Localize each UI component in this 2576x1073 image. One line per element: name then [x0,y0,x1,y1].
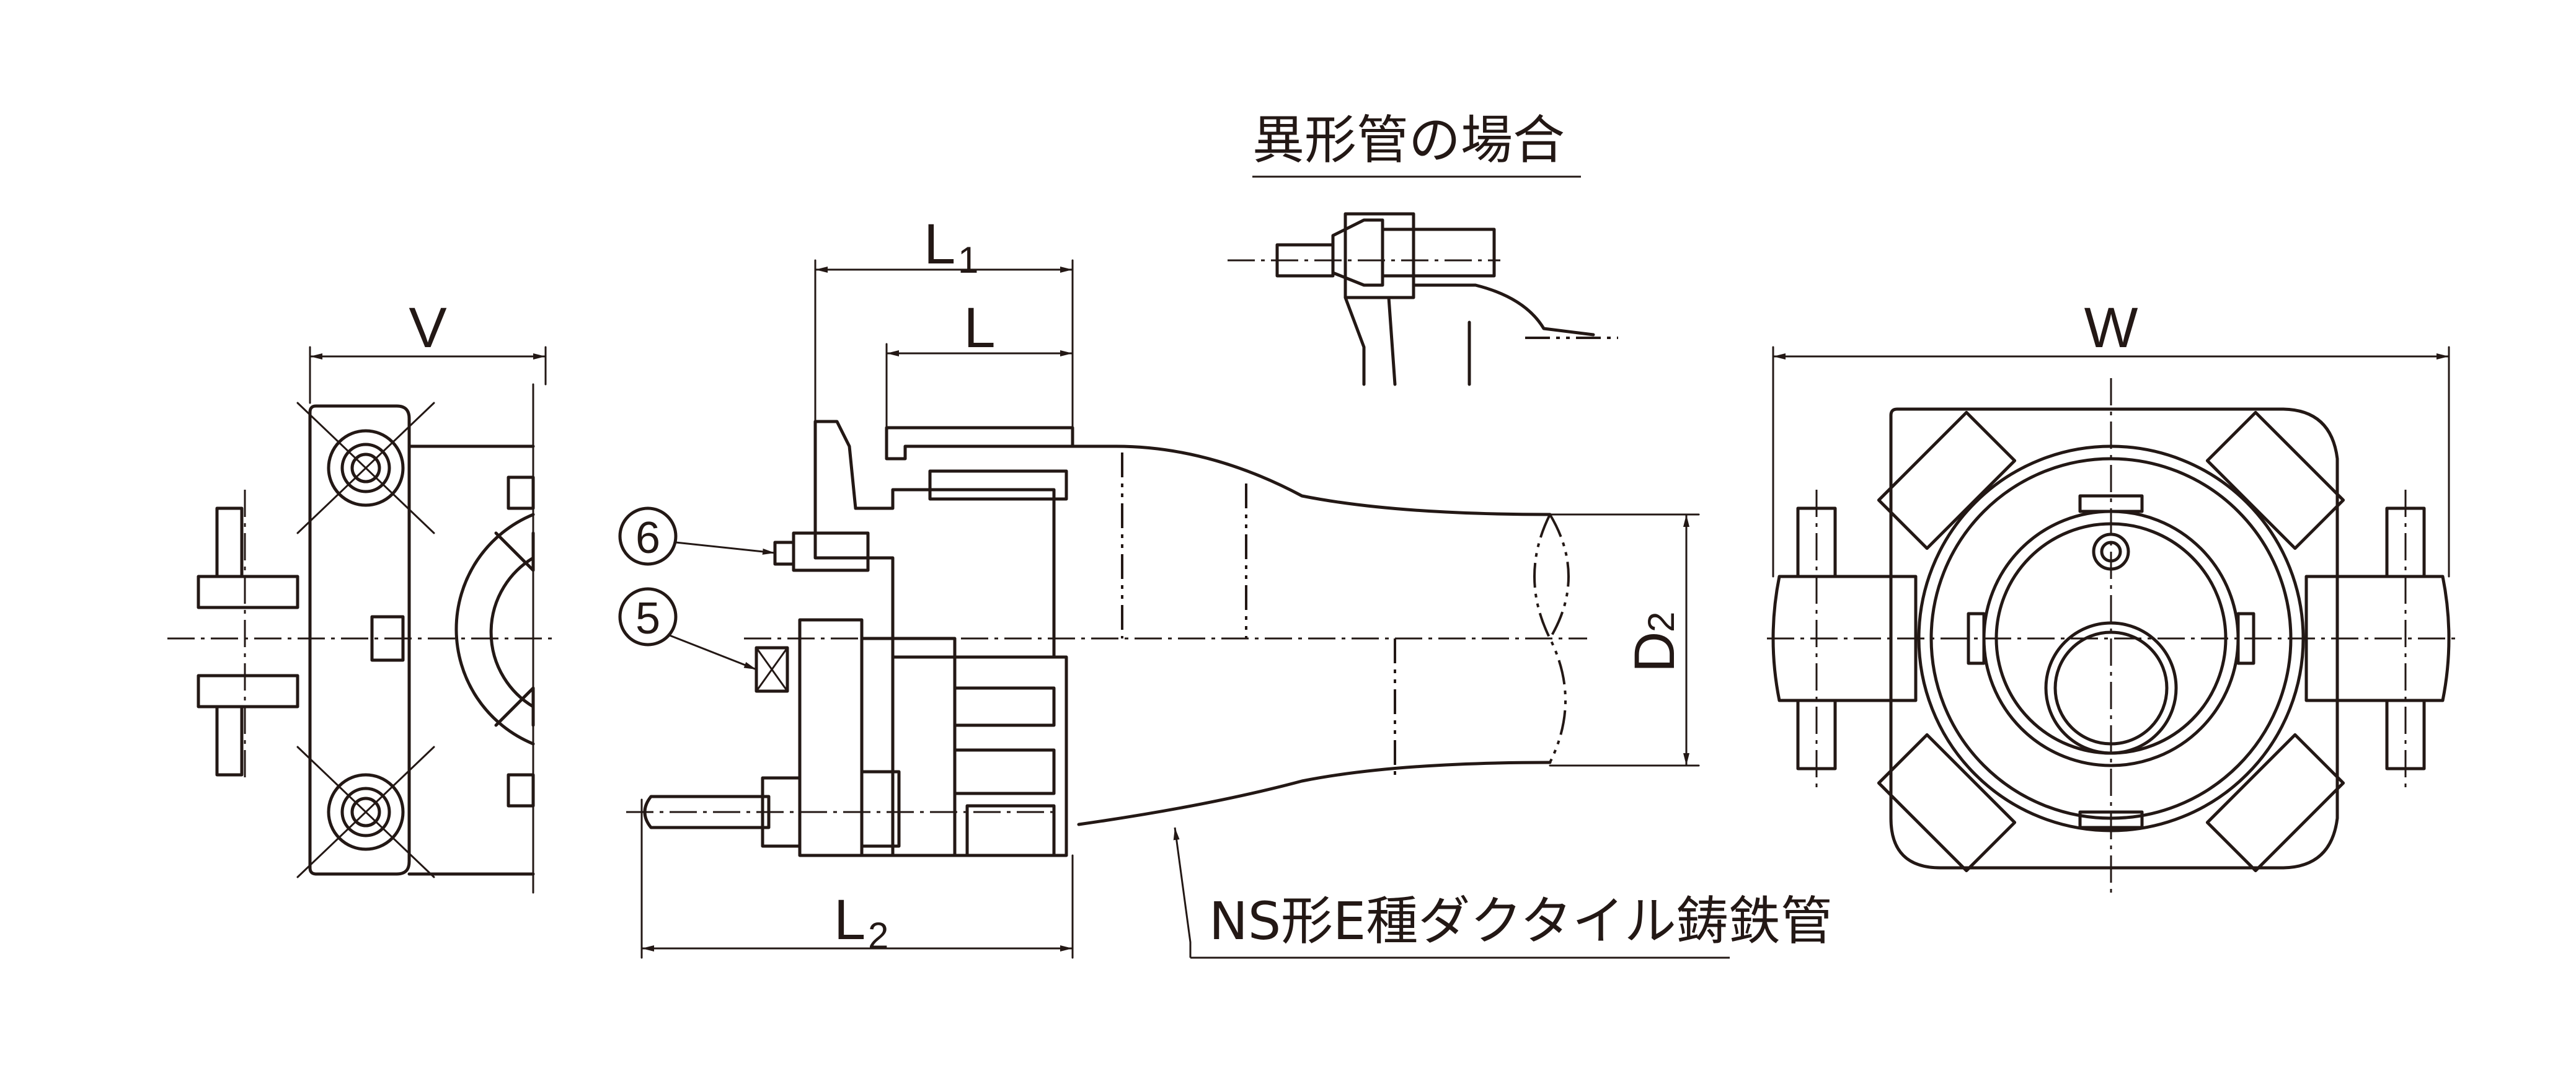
section-view: L 1 L L 2 D 2 6 5 NS形E種ダクタイル鋳鉄管 [618,213,1833,959]
dim-l2-label: L [834,888,865,952]
callout-5: 5 [618,587,757,671]
inset-view: 異形管の場合 [1228,110,1618,386]
inset-title: 異形管の場合 [1252,110,1565,170]
dim-l2-subscript: 2 [868,915,888,956]
bolt-top [296,402,435,534]
dim-l1-label: L [924,213,955,276]
callout-6-text: 6 [635,513,660,563]
bolt-bottom [296,746,435,878]
dim-v-label: V [409,296,446,360]
side-view: V [167,296,558,894]
callout-5-text: 5 [635,594,660,643]
front-view: W [1767,296,2455,899]
dim-l-label: L [963,296,995,360]
dim-d2-label: D [1623,632,1686,673]
callout-6: 6 [618,506,776,566]
dim-w-label: W [2084,296,2138,360]
dim-l1-subscript: 1 [958,239,978,281]
pipe-note-label: NS形E種ダクタイル鋳鉄管 [1209,891,1833,952]
dim-d2-subscript: 2 [1640,612,1682,632]
